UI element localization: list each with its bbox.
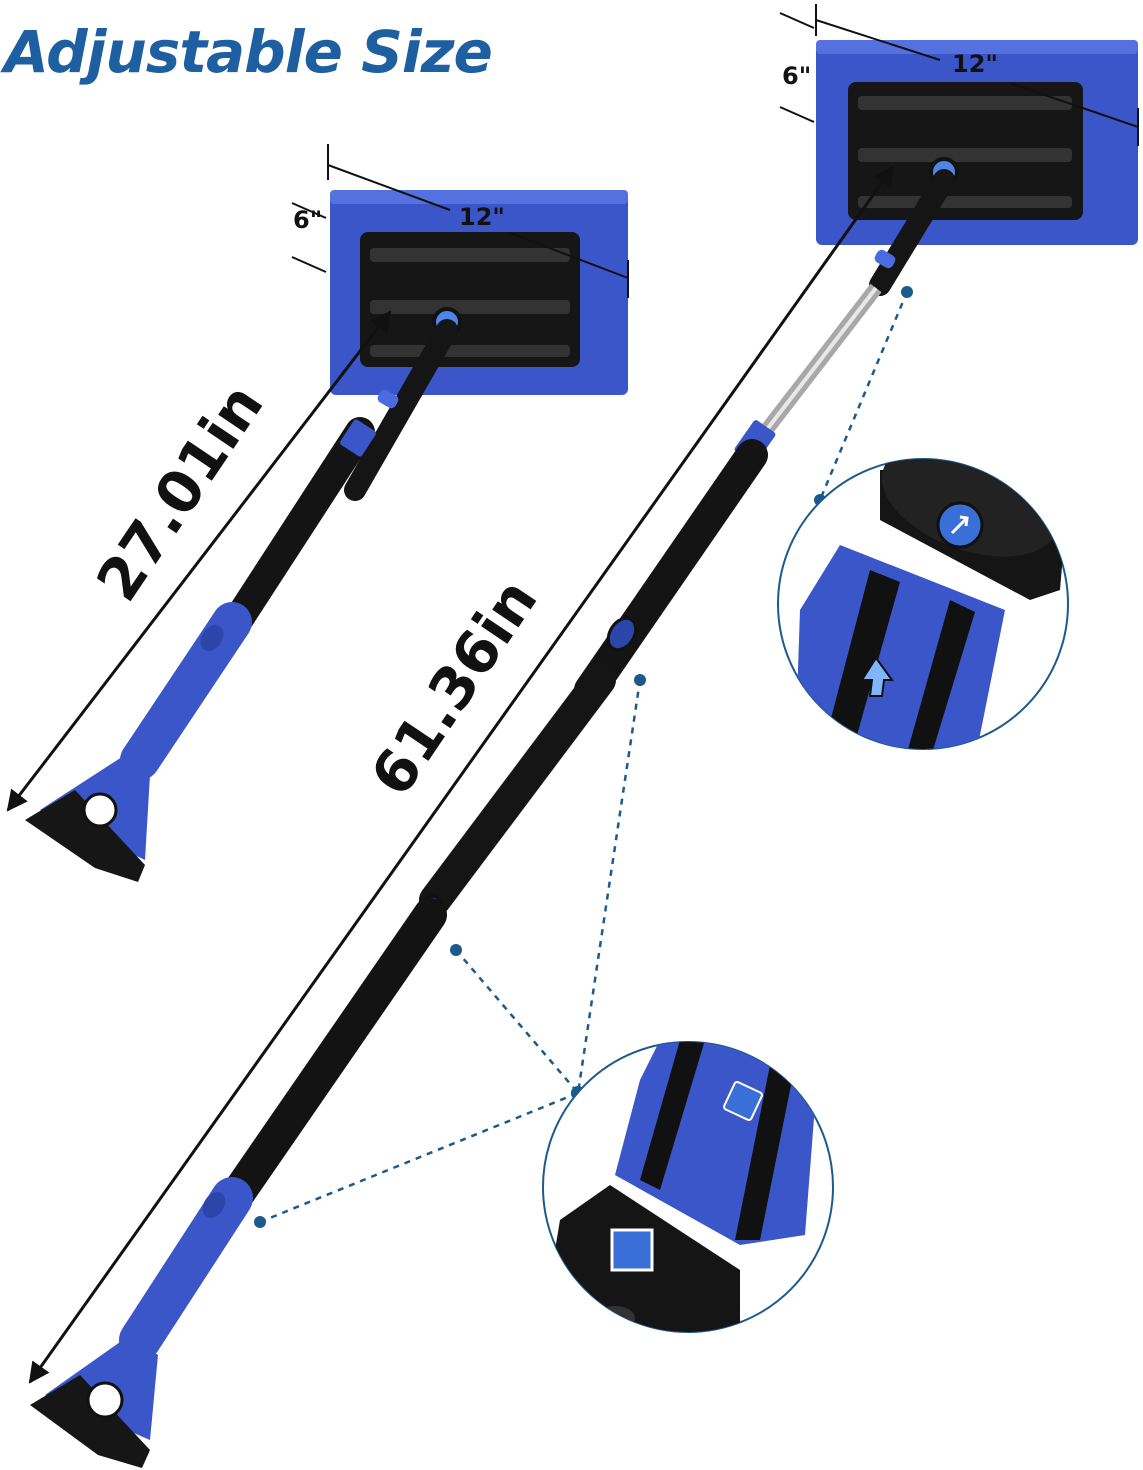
headline: Adjustable Size — [4, 18, 493, 86]
up-arrow-icon — [860, 656, 894, 697]
unlock-icon — [723, 1081, 763, 1121]
zoom-detail-upper — [777, 458, 1069, 750]
zoom-detail-lower — [542, 1041, 834, 1333]
short-head-depth-label: 6" — [293, 206, 322, 234]
rotate-arrow-icon — [950, 515, 969, 535]
long-head-width-label: 12" — [952, 50, 998, 78]
long-dimensions — [28, 4, 1139, 1384]
long-brush-head — [816, 40, 1138, 245]
lock-icon — [610, 1228, 654, 1272]
long-head-depth-label: 6" — [782, 62, 811, 90]
short-length-label: 27.01in — [83, 372, 276, 613]
short-head-width-label: 12" — [459, 203, 505, 231]
callout-dots — [254, 286, 913, 1228]
callout-lines — [259, 291, 909, 1224]
